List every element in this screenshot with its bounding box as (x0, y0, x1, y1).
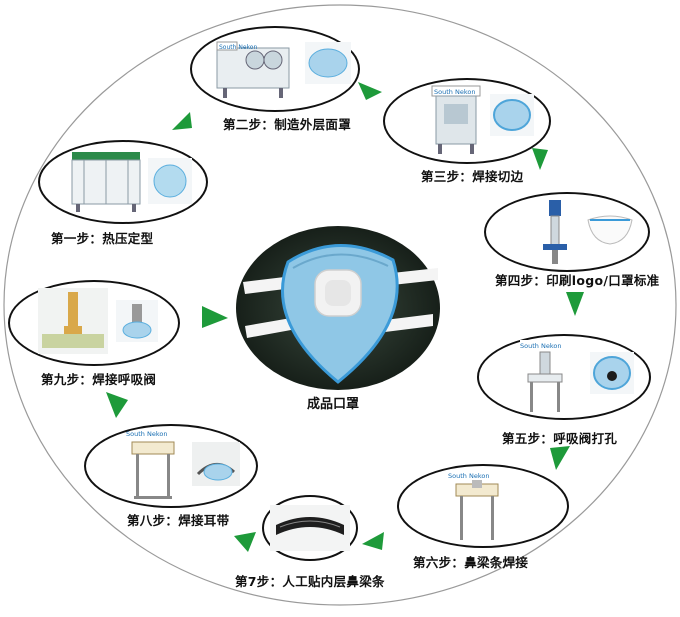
step-6-oval (397, 464, 569, 548)
arrow-9-to-center (202, 306, 228, 328)
step-8-machine-icon: South Nekon (126, 430, 175, 499)
arrow-4-to-5 (566, 292, 584, 316)
step-6-brand: South Nekon (448, 472, 489, 480)
step-8-brand: South Nekon (126, 430, 167, 438)
arrow-1-to-2 (172, 112, 192, 130)
step-5-label: 第五步：呼吸阀打孔 (502, 431, 618, 446)
step-1-product-icon (148, 158, 192, 204)
step-4-product-icon (587, 215, 633, 245)
step-6-label: 第六步：鼻梁条焊接 (413, 555, 529, 570)
arrow-6-to-7 (362, 532, 384, 550)
step-7-product-icon (270, 505, 350, 551)
arrow-2-to-3 (358, 82, 382, 100)
step-3-product-icon (490, 94, 534, 136)
step-4-machine-icon (543, 200, 567, 264)
step-9-product-icon (116, 300, 158, 342)
arrow-8-to-9 (106, 392, 128, 418)
step-3-machine-icon: South Nekon (431, 85, 481, 154)
step-2-machine-icon: South Nekon (216, 41, 290, 98)
step-3-label: 第三步：焊接切边 (421, 169, 524, 184)
step-3-brand: South Nekon (434, 88, 475, 96)
step-9-machine-icon (38, 288, 108, 354)
step-2-label: 第二步：制造外层面罩 (223, 117, 352, 132)
step-1-machine-icon (71, 152, 141, 212)
step-6-machine-icon: South Nekon (448, 472, 499, 540)
arrow-5-to-6 (550, 446, 570, 470)
arrow-7-to-8 (234, 532, 256, 552)
step-5-machine-icon: South Nekon (520, 340, 570, 412)
step-4-label: 第四步：印刷logo/口罩标准 (495, 273, 660, 288)
step-2-brand: South Nekon (219, 44, 257, 51)
step-2-product-icon (305, 42, 351, 84)
step-5-product-icon (590, 352, 634, 394)
step-8-product-icon (192, 442, 240, 486)
center-label: 成品口罩 (307, 397, 360, 412)
step-8-label: 第八步：焊接耳带 (127, 513, 230, 528)
step-1-label: 第一步：热压定型 (51, 231, 154, 246)
step-9-label: 第九步：焊接呼吸阀 (41, 372, 157, 387)
arrow-3-to-4 (532, 148, 548, 170)
step-5-brand: South Nekon (520, 342, 561, 350)
finished-mask-image (236, 226, 440, 390)
step-7-label: 第7步：人工贴内层鼻梁条 (235, 574, 385, 589)
